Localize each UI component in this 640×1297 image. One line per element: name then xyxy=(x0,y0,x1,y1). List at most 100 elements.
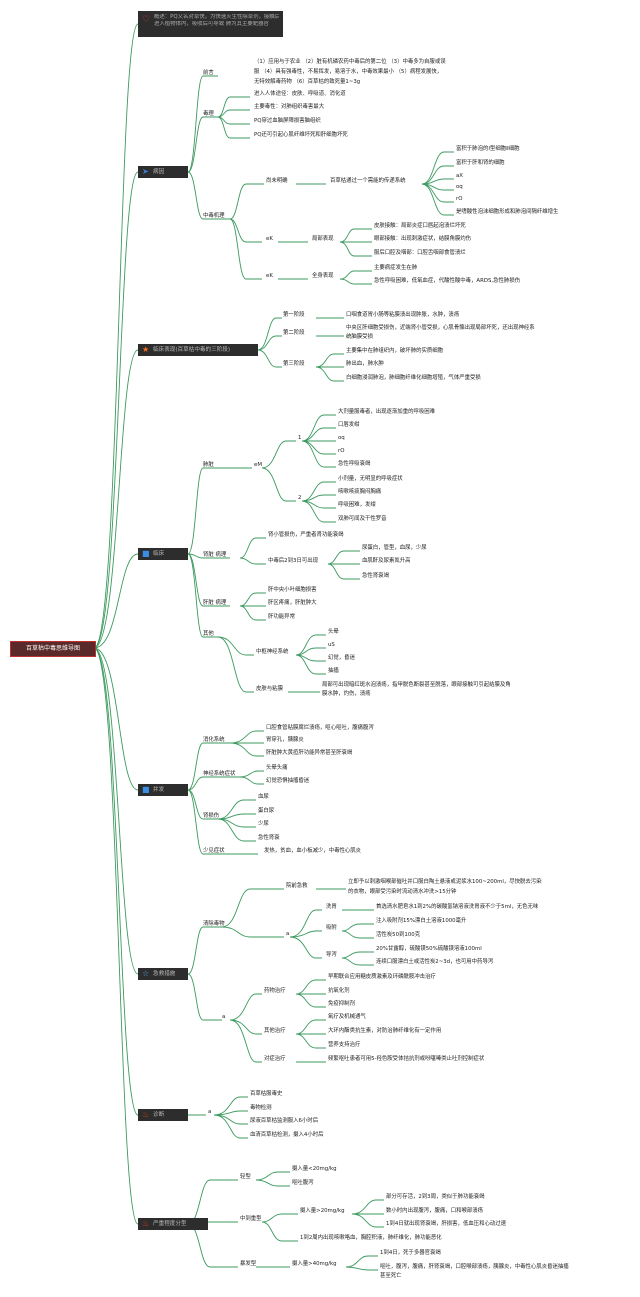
cns-item: 抽搐 xyxy=(328,668,339,674)
lavage-node[interactable]: 洗胃 xyxy=(326,904,337,910)
lavage-text: 首选清水肥皂水1到2%的碳酸氢钠溶液洗胃液不少于5ml，无色无味 xyxy=(376,904,539,910)
ek-node[interactable]: eK xyxy=(266,273,273,279)
mechanism-item: 是嗜酸性泡沫细胞形成和肺泡间隔纤维增生 xyxy=(456,209,559,215)
branch-first-aid[interactable]: ☆急救措施 xyxy=(138,968,188,980)
mechanism-item: rO xyxy=(456,196,463,202)
prehospital-text: 立即予以刺激咽喉部催吐并口服白陶土悬液或泥浆水100~200ml，尽快脱去污染 xyxy=(348,879,542,885)
stage-2-node[interactable]: 第二阶段 xyxy=(283,330,305,336)
toxicology-node[interactable]: 毒理 xyxy=(203,111,214,117)
liver-item: 肝功能异常 xyxy=(268,614,295,620)
branch-clinical[interactable]: ■临床 xyxy=(138,548,188,560)
overview-node[interactable]: ♡ 概述：PQ又名对草快，为快速灭生性除草剂，接触后可在土壤中，即使 进入植物体… xyxy=(138,11,283,37)
lung-item: oq xyxy=(338,435,345,441)
mechanism-node[interactable]: 中毒机理 xyxy=(203,213,225,219)
root-node[interactable]: 百草枯中毒思维导图 xyxy=(10,641,96,657)
branch-stages[interactable]: ★临床表现(百草枯中毒的三阶段) xyxy=(138,344,258,356)
a-node[interactable]: a xyxy=(222,1014,226,1020)
kidney-item: 尿蛋白，管型，血尿，少尿 xyxy=(362,545,427,551)
other-therapy-node[interactable]: 其他治疗 xyxy=(264,1028,286,1034)
lung-item: 口唇发绀 xyxy=(338,422,360,428)
kidney-damage-item: 急性肾衰 xyxy=(258,835,280,841)
moderate-item: 1到4日就出现肾衰竭，肝损害，低血压和心动过速 xyxy=(386,1221,507,1227)
lung-item: 呼吸困难，发绀 xyxy=(338,502,376,508)
catharsis-node[interactable]: 导泻 xyxy=(326,952,337,958)
kidney-damage-item: 血尿 xyxy=(258,794,269,800)
diagnosis-item: 血清百草枯检测，摄入4小时后 xyxy=(250,1132,324,1138)
systemic-signs-node[interactable]: 全身表现 xyxy=(312,273,334,279)
digestive-item: 肝脏肿大黄疸肝功能异常甚至肝衰竭 xyxy=(266,750,353,756)
fulminant-item: 1到4日，死于多器官衰竭 xyxy=(380,1250,441,1256)
digestive-item: 口腔食管粘膜腐烂溃疡，呕心呕吐，腹痛腹泻 xyxy=(266,725,374,731)
cns-node[interactable]: 中枢神经系统 xyxy=(256,649,289,655)
symptomatic-node[interactable]: 对症治疗 xyxy=(264,1056,286,1062)
stage-3-item: 主要集中在肺组织内，破坏肺的实质细胞 xyxy=(346,348,444,354)
moderate-node[interactable]: 中到重型 xyxy=(240,1216,262,1222)
digestive-node[interactable]: 消化系统 xyxy=(203,737,225,743)
branch-cause[interactable]: ➤ 病因 xyxy=(138,166,188,178)
branch-label: 并发 xyxy=(153,787,165,793)
skin-mucosa-node[interactable]: 皮肤与粘膜 xyxy=(256,686,283,692)
a-node[interactable]: a xyxy=(208,1109,212,1115)
toxicology-item: 主要毒性：对肺组织毒害最大 xyxy=(254,104,325,110)
preface-text-line: 服 （4）具有强毒性，不易挥发，易溶于水，中毒效果最小 （5）病程发展快， xyxy=(254,69,443,75)
a-node[interactable]: a xyxy=(286,931,290,937)
drug-therapy-node[interactable]: 药物治疗 xyxy=(264,988,286,994)
mechanism-item: 富积于肺泡的Ⅰ型细胞Ⅱ细胞 xyxy=(456,146,520,152)
transport-node[interactable]: 百草枯通过一个需能的传递系统 xyxy=(330,178,406,184)
branch-severity[interactable]: ♨严重程度分型 xyxy=(138,1218,208,1230)
preface-node[interactable]: 前言 xyxy=(203,70,214,76)
drug-item: 早期联合应用糖皮质激素及环磷酰胺冲击治疗 xyxy=(328,974,436,980)
kidney-item: 血肌酐及尿素氮升高 xyxy=(362,558,411,564)
moderate-dose-node[interactable]: 摄入量>20mg/kg xyxy=(300,1208,345,1214)
mild-item: 摄入量<20mg/kg xyxy=(292,1166,337,1172)
stage-3-item: 肺出血，肺水肿 xyxy=(346,361,384,367)
prehospital-node[interactable]: 院前急救 xyxy=(286,883,308,889)
kidney-node[interactable]: 肾脏 病理 xyxy=(203,552,227,558)
unclear-node[interactable]: 尚未明确 xyxy=(266,178,288,184)
liver-item: 肝中央小叶细胞损害 xyxy=(268,587,317,593)
star-outline-icon: ☆ xyxy=(142,969,150,978)
lung-group-2[interactable]: 2 xyxy=(298,495,302,501)
rare-symptoms-node[interactable]: 少见症状 xyxy=(203,848,225,854)
preface-text-line: （1）应用与于农业 （2）脏有机磷农药中毒后的第二位 （3）中毒多为自服或误 xyxy=(254,59,446,65)
adsorb-item: 活性炭50到100克 xyxy=(376,932,421,938)
stage-1-text: 口咽食道胃小肠等粘膜溃出现肿胀，水肿，溃疡 xyxy=(346,312,460,318)
branch-label: 病因 xyxy=(153,169,165,175)
lung-item: 咳嗽咳痰胸闷胸痛 xyxy=(338,489,382,495)
local-signs-node[interactable]: 局部表现 xyxy=(312,236,334,242)
branch-complications[interactable]: ■并发 xyxy=(138,784,188,796)
mechanism-item: oq xyxy=(456,184,463,190)
lung-node[interactable]: 肺脏 xyxy=(203,462,214,468)
toxicology-item: PQ还可引起心肌纤维坏死和肝细胞坏死 xyxy=(254,132,348,138)
lung-item: 急性呼吸衰竭 xyxy=(338,461,371,467)
neuro-item: 头晕头痛 xyxy=(266,765,288,771)
kidney-damage-node[interactable]: 肾损伤 xyxy=(203,813,220,819)
fulminant-node[interactable]: 暴发型 xyxy=(240,1261,257,1267)
stage-1-node[interactable]: 第一阶段 xyxy=(283,312,305,318)
kidney-onset-node[interactable]: 中毒后2到3日可出现 xyxy=(268,558,318,564)
neuro-node[interactable]: 神经系统症状 xyxy=(203,771,236,777)
prehospital-text: 的衣物，眼部受污染时流动清水冲洗>15分钟 xyxy=(348,889,457,895)
em-node[interactable]: eM xyxy=(254,462,262,468)
other-node[interactable]: 其他 xyxy=(203,631,214,637)
branch-diagnosis[interactable]: ♨诊断 xyxy=(138,1109,188,1121)
fulminant-dose-node[interactable]: 摄入量>40mg/kg xyxy=(292,1261,337,1267)
kidney-damage-item: 少尿 xyxy=(258,821,269,827)
mild-node[interactable]: 轻型 xyxy=(240,1174,251,1180)
local-sign-item: 服后口腔及咽部：口腔舌咽部食管溃烂 xyxy=(374,250,466,256)
branch-label: 急救措施 xyxy=(153,971,176,977)
remove-poison-node[interactable]: 清除毒物 xyxy=(203,921,225,927)
stage-2-text: 中央区肝细胞受损伤，近端肾小管受损，心肌骨骼出现局部坏死，还出现神经系 xyxy=(346,325,535,331)
fulminant-item: 甚至死亡 xyxy=(380,1273,402,1279)
overview-line-1: 概述：PQ又名对草快，为快速灭生性除草剂，接触后可在土壤中，即使 xyxy=(154,14,279,20)
ek-node[interactable]: eK xyxy=(266,236,273,242)
send-icon: ➤ xyxy=(142,167,149,176)
mechanism-item: aX xyxy=(456,173,463,179)
liver-item: 肝区疼痛，肝脏肿大 xyxy=(268,600,317,606)
liver-node[interactable]: 肝脏 病理 xyxy=(203,600,227,606)
adsorb-node[interactable]: 吸附 xyxy=(326,925,337,931)
branch-label: 临床 xyxy=(153,551,165,557)
diagnosis-item: 毒物检测 xyxy=(250,1105,272,1111)
lung-group-1[interactable]: 1 xyxy=(298,435,302,441)
stage-3-node[interactable]: 第三阶段 xyxy=(283,361,305,367)
